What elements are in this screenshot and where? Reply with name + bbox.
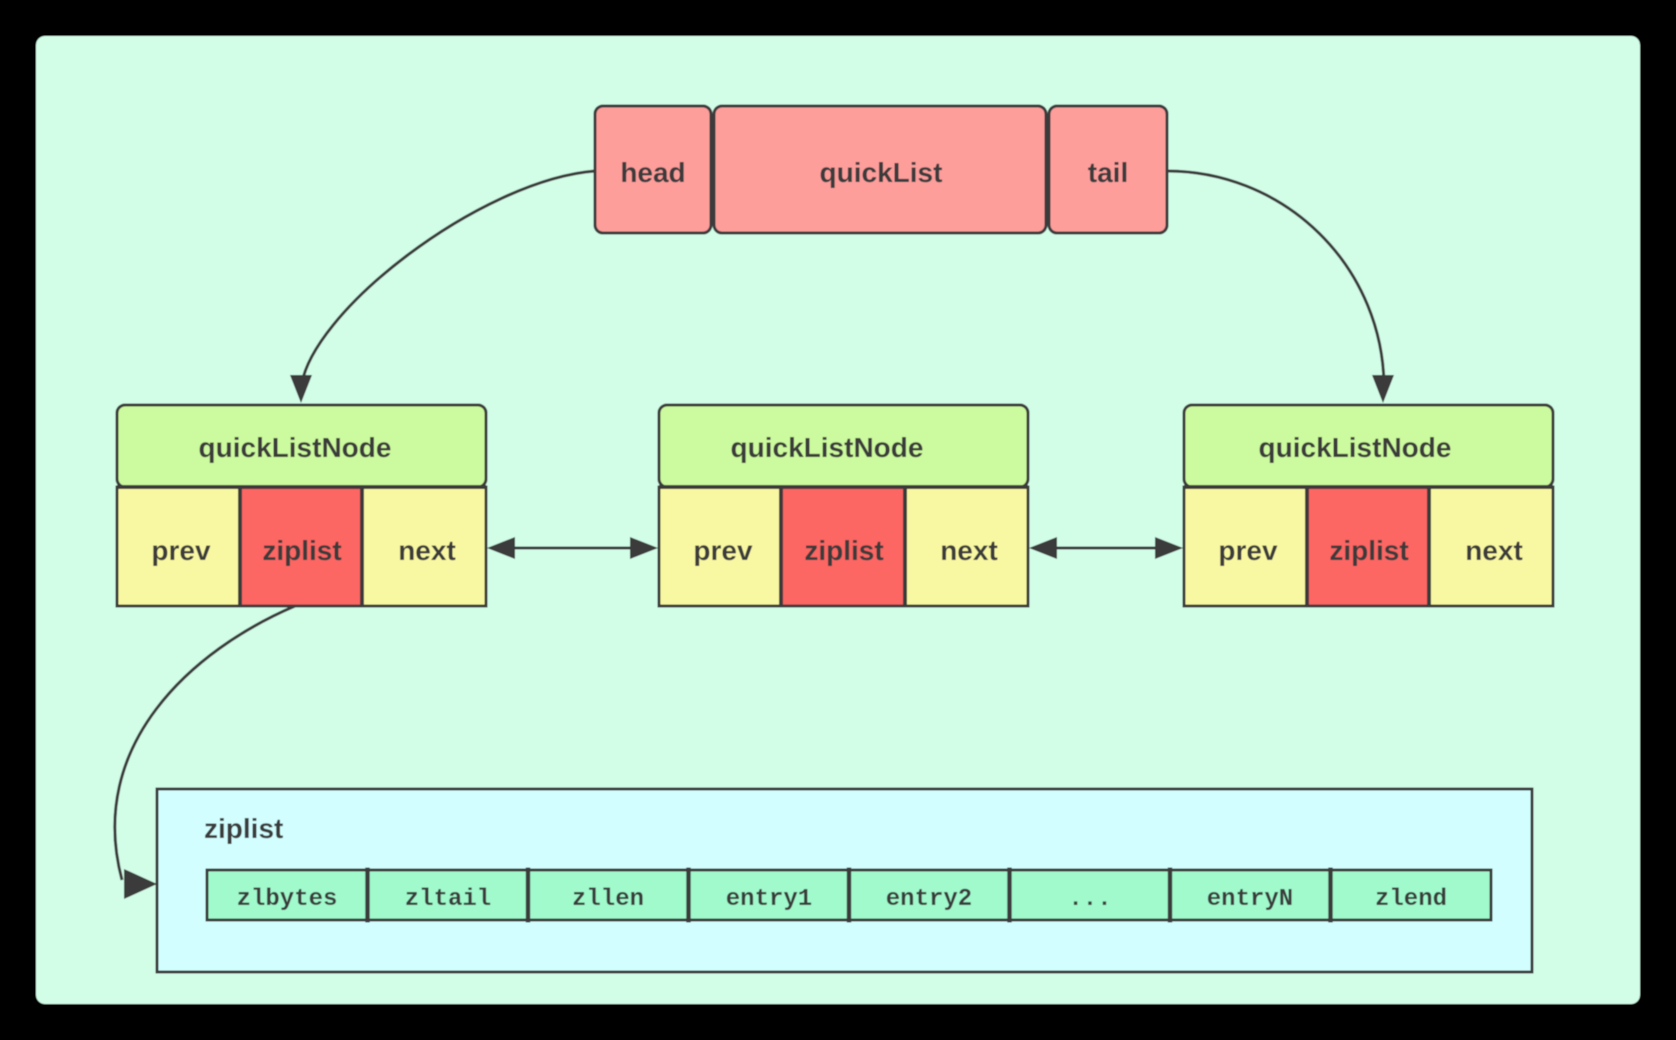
- svg-text:zltail: zltail: [405, 886, 491, 913]
- svg-text:ziplist: ziplist: [804, 535, 883, 566]
- svg-text:entry2: entry2: [886, 886, 972, 913]
- svg-text:entry1: entry1: [726, 886, 812, 913]
- svg-text:prev: prev: [151, 535, 211, 566]
- svg-text:tail: tail: [1088, 157, 1128, 188]
- svg-text:zllen: zllen: [572, 886, 644, 913]
- svg-text:quickListNode: quickListNode: [199, 432, 392, 463]
- svg-text:head: head: [620, 157, 685, 188]
- svg-text:zlend: zlend: [1375, 886, 1447, 913]
- svg-text:next: next: [398, 535, 456, 566]
- svg-text:prev: prev: [693, 535, 753, 566]
- svg-text:ziplist: ziplist: [204, 813, 283, 844]
- svg-text:zlbytes: zlbytes: [237, 886, 338, 913]
- svg-text:next: next: [1465, 535, 1523, 566]
- svg-text:entryN: entryN: [1207, 886, 1293, 913]
- svg-text:next: next: [940, 535, 998, 566]
- svg-text:ziplist: ziplist: [1329, 535, 1408, 566]
- svg-text:ziplist: ziplist: [262, 535, 341, 566]
- svg-text:quickList: quickList: [820, 157, 943, 188]
- svg-text:quickListNode: quickListNode: [1259, 432, 1452, 463]
- svg-text:...: ...: [1068, 886, 1111, 913]
- svg-text:prev: prev: [1218, 535, 1278, 566]
- svg-text:quickListNode: quickListNode: [731, 432, 924, 463]
